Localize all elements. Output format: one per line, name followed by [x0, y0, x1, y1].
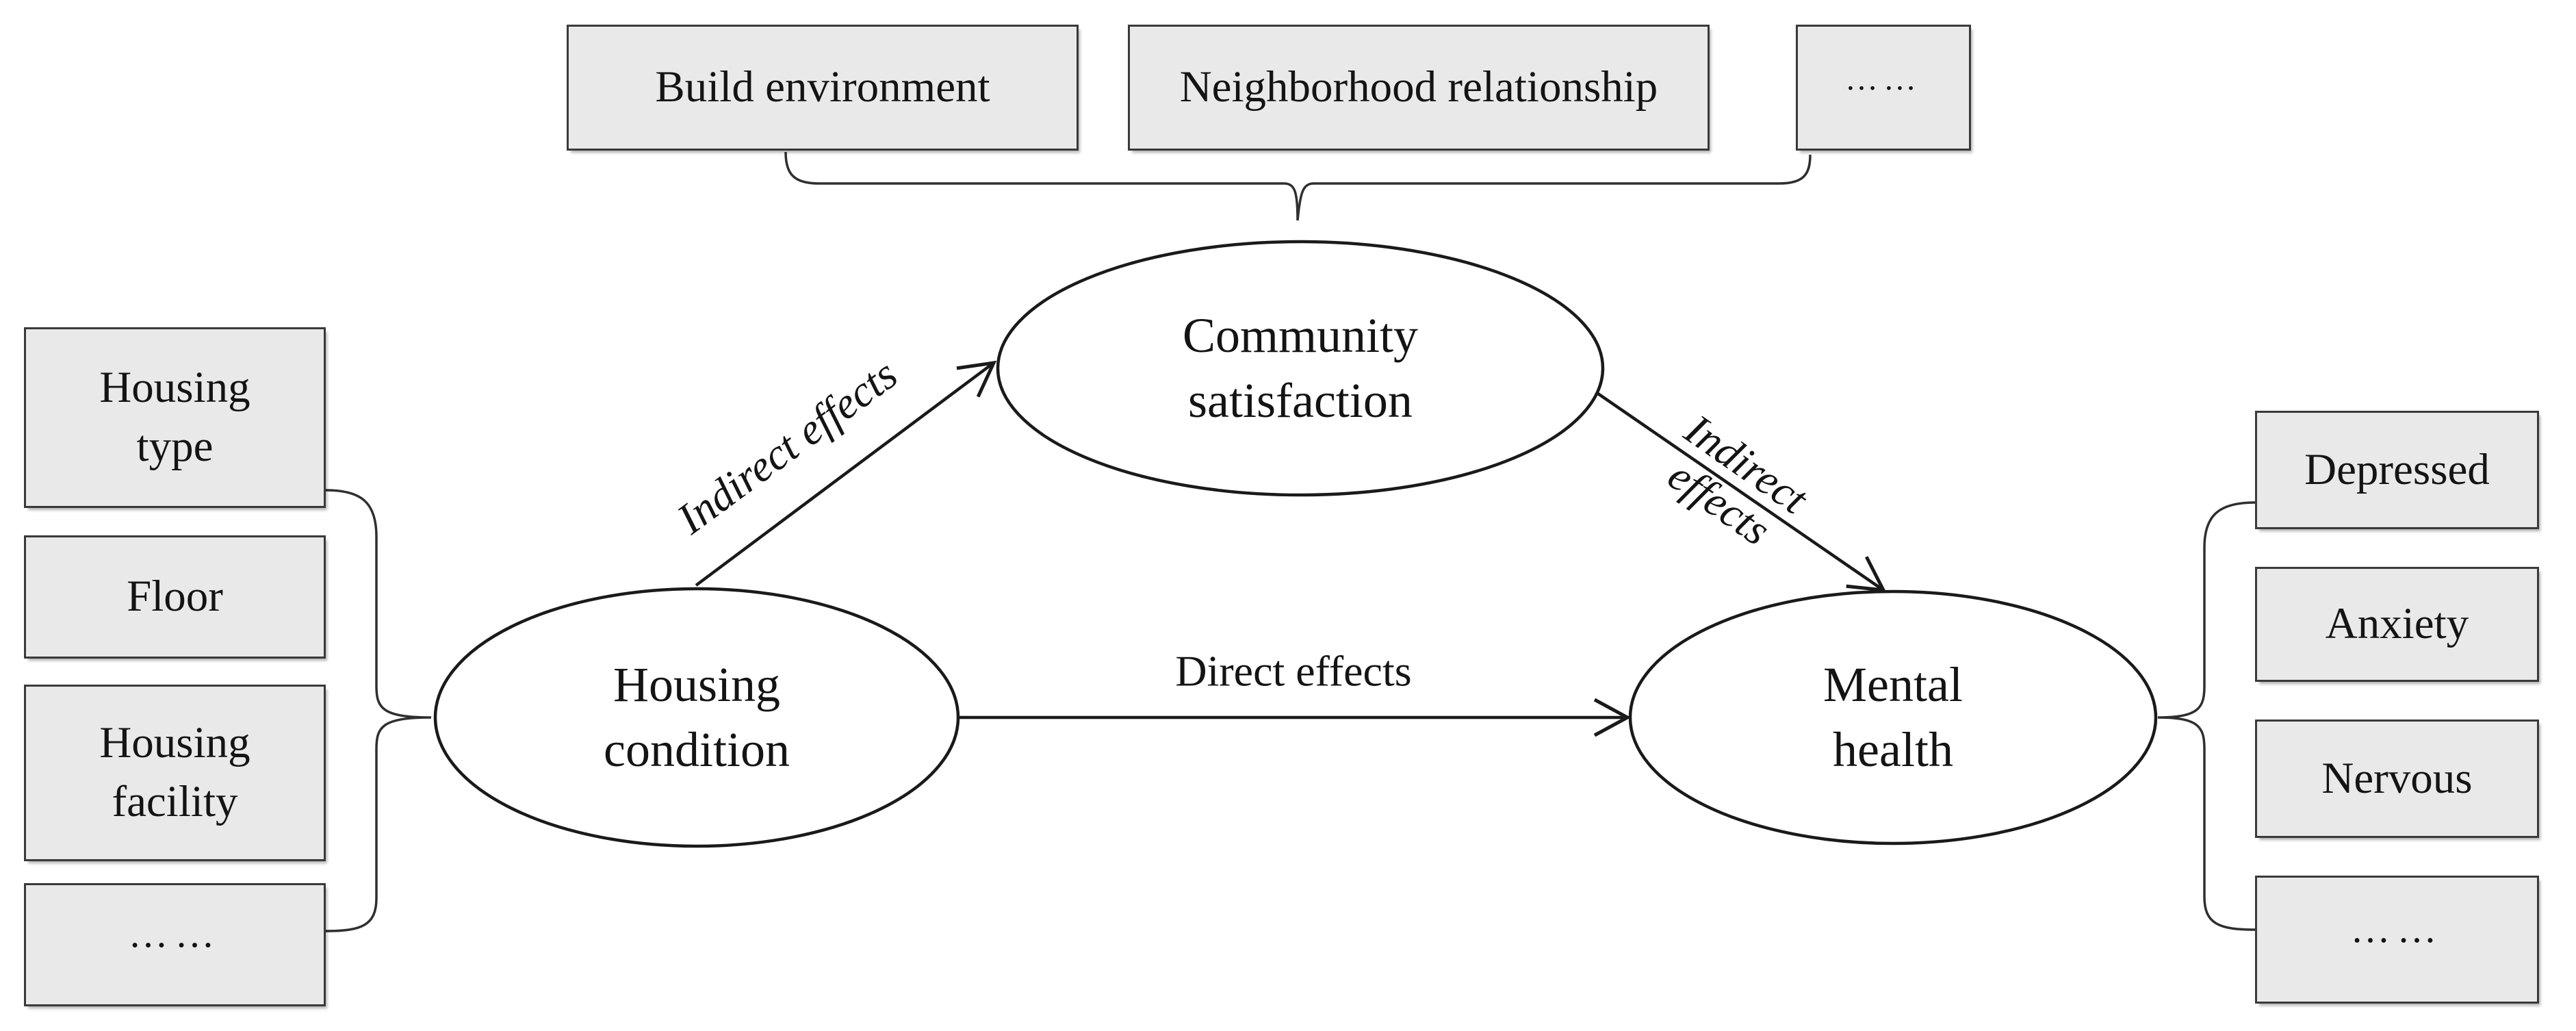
direct-effects-label: Direct effects — [1175, 646, 1412, 696]
box-housing-facility: Housing facility — [24, 685, 326, 861]
box-label: Housing facility — [99, 718, 250, 826]
box-label: Depressed — [2304, 444, 2490, 494]
box-label: …… — [2350, 906, 2444, 951]
right-group-brace — [2157, 501, 2256, 931]
box-label: Build environment — [655, 62, 990, 112]
box-nervous: Nervous — [2255, 720, 2539, 838]
housing-condition-label: Housing condition — [604, 657, 790, 777]
box-label: Floor — [127, 572, 223, 622]
box-neighborhood-relationship: Neighborhood relationship — [1128, 25, 1710, 151]
box-floor: Floor — [24, 535, 326, 659]
box-left-ellipsis: …… — [24, 883, 326, 1006]
community-satisfaction-label: Community satisfaction — [1182, 307, 1419, 428]
box-label: Housing type — [99, 363, 250, 471]
box-label: …… — [1845, 61, 1922, 97]
box-label: Neighborhood relationship — [1179, 62, 1658, 112]
box-housing-type: Housing type — [24, 327, 326, 508]
box-build-environment: Build environment — [567, 25, 1079, 151]
community-satisfaction-ellipse — [996, 240, 1605, 497]
left-group-brace — [325, 489, 432, 932]
top-group-brace — [784, 151, 1812, 221]
indirect-effects-lower-arrow — [1597, 392, 1887, 592]
box-label: Nervous — [2321, 753, 2473, 803]
box-top-ellipsis: …… — [1796, 25, 1971, 151]
box-label: …… — [128, 911, 222, 956]
indirect-effects-upper-arrow — [695, 360, 997, 587]
box-label: Anxiety — [2325, 599, 2469, 649]
mental-health-label: Mental health — [1823, 657, 1963, 777]
box-anxiety: Anxiety — [2255, 567, 2539, 682]
box-right-ellipsis: …… — [2255, 876, 2539, 1004]
housing-condition-ellipse — [433, 587, 960, 848]
box-depressed: Depressed — [2255, 411, 2539, 529]
